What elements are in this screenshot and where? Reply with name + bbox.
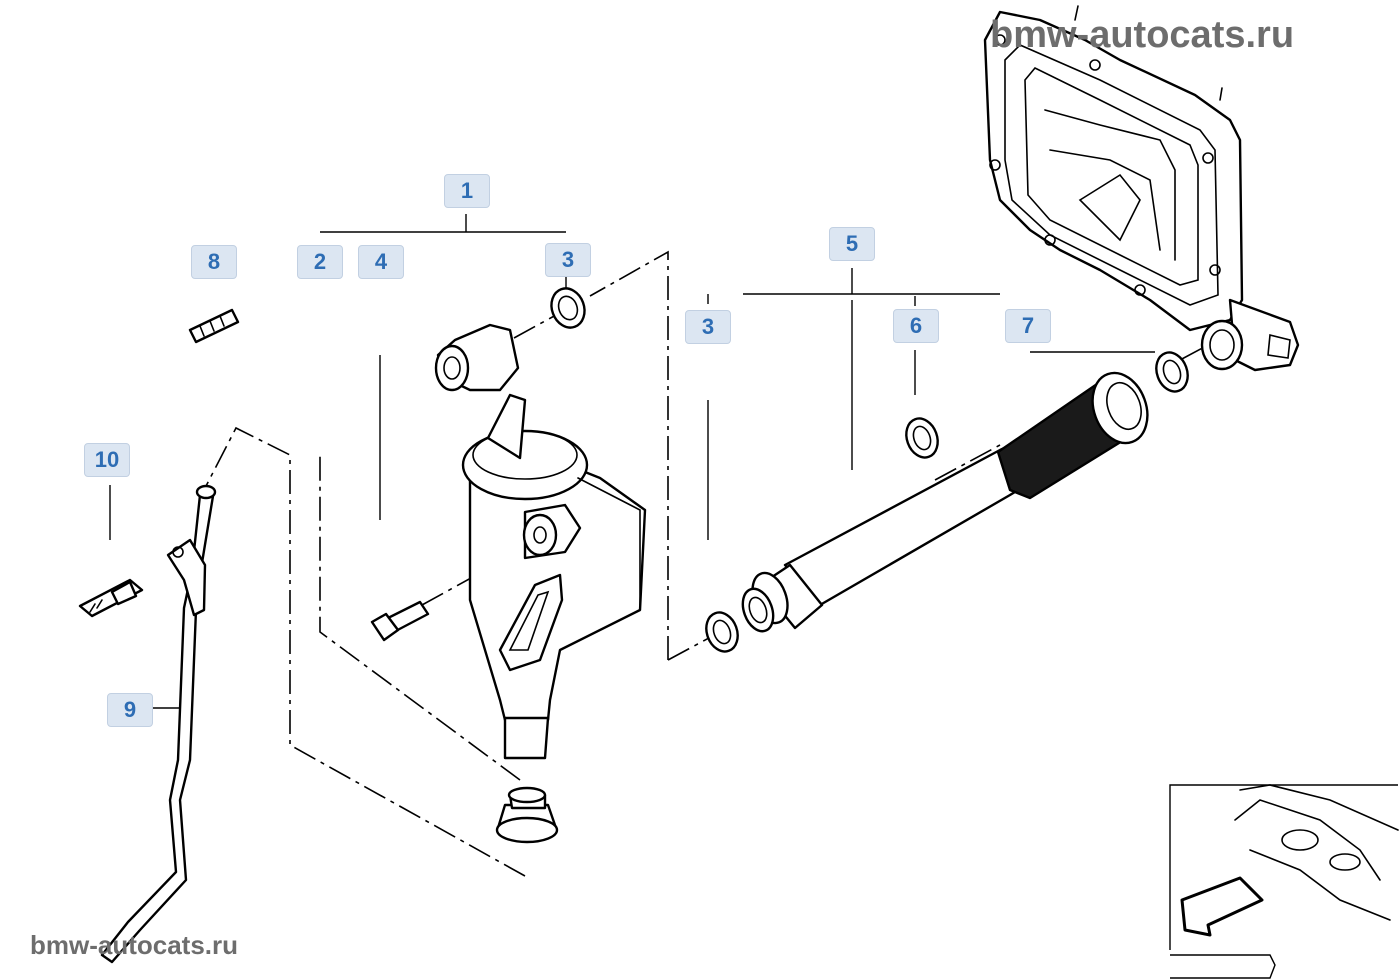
callout-4[interactable]: 4 — [358, 245, 404, 279]
grommet — [495, 786, 559, 844]
callout-1[interactable]: 1 — [444, 174, 490, 208]
callout-9[interactable]: 9 — [107, 693, 153, 727]
callout-10[interactable]: 10 — [84, 443, 130, 477]
oil-separator — [434, 323, 647, 760]
threaded-stud — [188, 308, 240, 344]
callout-3[interactable]: 3 — [545, 243, 591, 277]
callout-6[interactable]: 6 — [893, 309, 939, 343]
oil-return-pipe — [741, 371, 1149, 633]
callout-8[interactable]: 8 — [191, 245, 237, 279]
callout-2[interactable]: 2 — [297, 245, 343, 279]
assembly-lines — [204, 250, 1211, 877]
callout-7[interactable]: 7 — [1005, 309, 1051, 343]
car-location-inset — [1169, 784, 1399, 979]
crankcase-cover — [983, 5, 1300, 372]
callout-5[interactable]: 5 — [829, 227, 875, 261]
dipstick-guide-tube — [100, 484, 217, 964]
car-location-arrow-icon — [1180, 784, 1399, 937]
o-rings — [550, 287, 1189, 653]
hex-screw — [370, 600, 430, 642]
watermark-bottom-left: bmw-autocats.ru — [30, 930, 239, 960]
callout-3-hose[interactable]: 3 — [685, 310, 731, 344]
stud-bolt — [78, 578, 144, 618]
watermark-top-right: bmw-autocats.ru — [990, 14, 1295, 56]
